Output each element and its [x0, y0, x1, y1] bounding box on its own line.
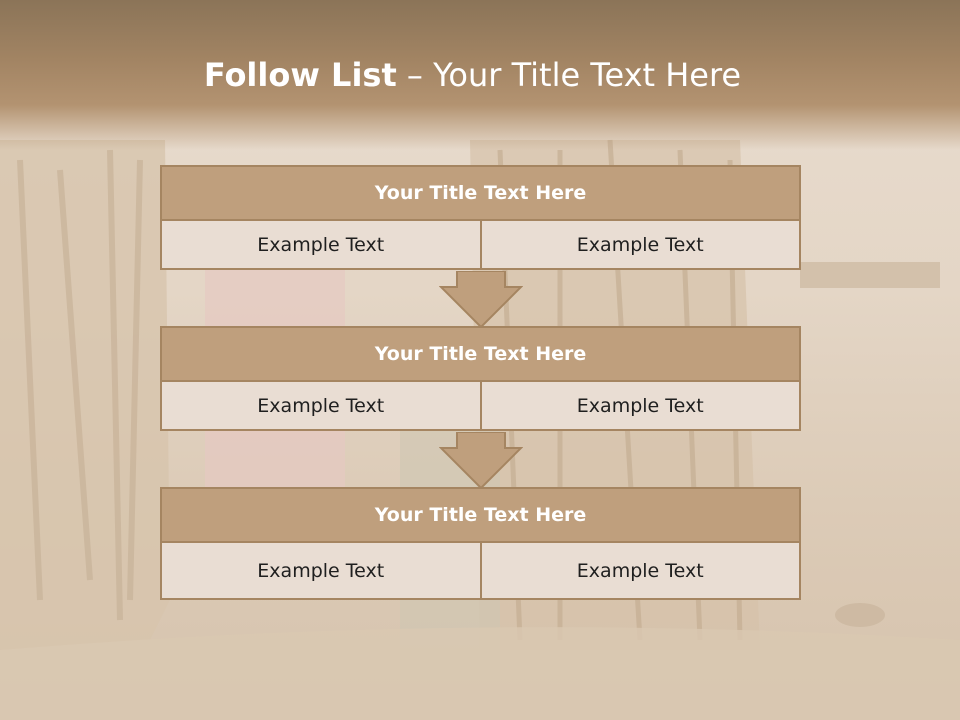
title-bold: Follow List: [203, 56, 397, 94]
title-rest: – Your Title Text Here: [396, 56, 742, 94]
title-bar: [0, 0, 960, 150]
step-2-box: Your Title Text Here Example Text Exampl…: [160, 326, 801, 431]
step-3-row: Example Text Example Text: [160, 543, 801, 600]
down-arrow-icon: [439, 271, 523, 328]
step-3-right-text: Example Text: [479, 543, 799, 598]
step-3-box: Your Title Text Here Example Text Exampl…: [160, 487, 801, 600]
step-1-title: Your Title Text Here: [160, 165, 801, 221]
step-1-right-text: Example Text: [479, 221, 799, 268]
step-2-title: Your Title Text Here: [160, 326, 801, 382]
step-2-row: Example Text Example Text: [160, 382, 801, 431]
step-2-right-text: Example Text: [479, 382, 799, 429]
step-3-left-text: Example Text: [162, 543, 480, 598]
down-arrow-icon: [439, 432, 523, 489]
step-2-left-text: Example Text: [162, 382, 480, 429]
page-title: Follow List – Your Title Text Here: [0, 56, 945, 94]
step-1-box: Your Title Text Here Example Text Exampl…: [160, 165, 801, 270]
step-3-title: Your Title Text Here: [160, 487, 801, 543]
step-1-left-text: Example Text: [162, 221, 480, 268]
step-1-row: Example Text Example Text: [160, 221, 801, 270]
